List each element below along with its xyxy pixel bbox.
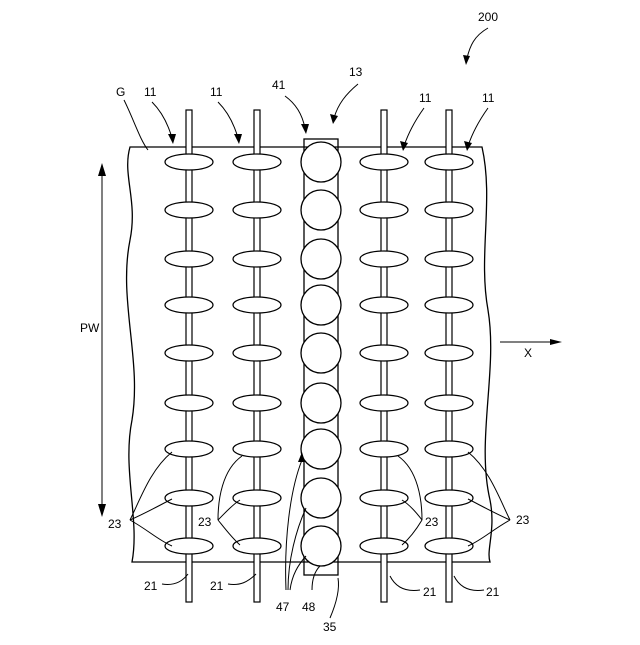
pad-1-3: [165, 251, 213, 267]
pad-2-9: [233, 538, 281, 554]
central-roller-6: [301, 383, 341, 423]
roller-group-leader-1: [152, 102, 172, 138]
pad-4-7: [425, 441, 473, 457]
pad-3-6: [360, 395, 408, 411]
shaft-leader-4: [454, 576, 484, 590]
pad-3-8: [360, 490, 408, 506]
device-ref-leader: [334, 84, 358, 118]
pad-2-8: [233, 490, 281, 506]
central-roller-7: [301, 429, 341, 469]
pad-4-9: [425, 538, 473, 554]
shaft-label-2: 21: [210, 579, 224, 593]
central-roller-5: [301, 333, 341, 373]
roller-group-label-4: 11: [482, 91, 495, 105]
central-roller-4: [301, 285, 341, 325]
pad-3-5: [360, 345, 408, 361]
pad-1-7: [165, 441, 213, 457]
pad-4-4: [425, 297, 473, 313]
pad-3-2: [360, 202, 408, 218]
roller-group: [301, 142, 341, 566]
pad-4-1: [425, 154, 473, 170]
shaft-label-4: 21: [486, 585, 500, 599]
central-roller-2: [301, 190, 341, 230]
pad-1-6: [165, 395, 213, 411]
ref-48-label: 48: [302, 600, 316, 614]
shaft-leader-2: [228, 574, 256, 585]
shaft-label-1: 21: [144, 579, 158, 593]
pad-label-1: 23: [108, 517, 122, 531]
shaft-label-3: 21: [423, 585, 437, 599]
pad-label-3: 23: [425, 515, 439, 529]
pad-2-3: [233, 251, 281, 267]
pw-dimension-arrow: [98, 163, 106, 517]
pad-label-4: 23: [516, 513, 530, 527]
central-roller-3: [301, 239, 341, 279]
pad-2-4: [233, 297, 281, 313]
central-roller-1: [301, 142, 341, 182]
central-roller-8: [301, 478, 341, 518]
pad-1-5: [165, 345, 213, 361]
pad-1-2: [165, 202, 213, 218]
pad-2-1: [233, 154, 281, 170]
nozzle-label: 41: [272, 78, 286, 92]
pw-label: PW: [80, 321, 100, 335]
pad-1-8: [165, 490, 213, 506]
figure-number: 200: [478, 10, 498, 24]
roller-group-label-2: 11: [210, 85, 223, 99]
ref-47-label: 47: [276, 600, 290, 614]
pad-3-3: [360, 251, 408, 267]
shaft-leader-1: [162, 574, 188, 585]
pad-1-4: [165, 297, 213, 313]
pad-3-4: [360, 297, 408, 313]
roller-group-label-3: 11: [419, 91, 432, 105]
device-ref-label: 13: [349, 65, 363, 79]
pad-2-5: [233, 345, 281, 361]
pad-1-9: [165, 538, 213, 554]
shaft-leader-3: [390, 576, 420, 590]
pad-3-7: [360, 441, 408, 457]
pad-3-1: [360, 154, 408, 170]
pad-4-5: [425, 345, 473, 361]
roller-group-leader-2: [218, 102, 238, 138]
pad-2-7: [233, 441, 281, 457]
substrate-label: G: [116, 85, 125, 99]
central-roller-9: [301, 526, 341, 566]
ref-35-label: 35: [323, 620, 337, 634]
pad-2-6: [233, 395, 281, 411]
pad-4-3: [425, 251, 473, 267]
x-direction-arrow: [500, 339, 562, 345]
roller-group-leader-4: [468, 108, 488, 146]
roller-group-label-1: 11: [144, 85, 157, 99]
nozzle-leader: [285, 96, 305, 128]
pad-4-8: [425, 490, 473, 506]
figure-number-leader: [467, 28, 488, 58]
pad-4-2: [425, 202, 473, 218]
pad-1-1: [165, 154, 213, 170]
pad-label-2: 23: [198, 515, 212, 529]
x-direction-label: X: [524, 346, 532, 360]
roller-group-leader-3: [404, 108, 424, 146]
substrate-leader: [124, 100, 148, 150]
pad-3-9: [360, 538, 408, 554]
pad-2-2: [233, 202, 281, 218]
pad-4-6: [425, 395, 473, 411]
